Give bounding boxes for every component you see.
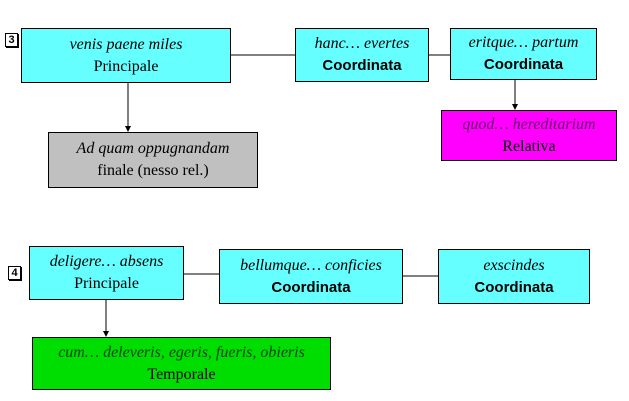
clause-text: eritque… partum bbox=[468, 34, 579, 51]
clause-text: quod… hereditarium bbox=[462, 115, 596, 133]
clause-label: Temporale bbox=[147, 365, 216, 383]
clause-text: Ad quam oppugnandam bbox=[76, 140, 230, 157]
clause-label: Coordinata bbox=[474, 278, 554, 296]
clause-label: Coordinata bbox=[322, 57, 402, 74]
clause-text: exscindes bbox=[483, 256, 545, 274]
coordinata-node-4b: exscindes Coordinata bbox=[438, 249, 590, 304]
clause-text: hanc… evertes bbox=[314, 35, 410, 52]
clause-label: Principale bbox=[93, 57, 159, 75]
clause-label: Relativa bbox=[502, 137, 556, 155]
clause-label: finale (nesso rel.) bbox=[97, 162, 209, 179]
clause-text: cum… deleveris, egeris, fueris, obieris bbox=[58, 343, 305, 361]
clause-label: Principale bbox=[74, 275, 139, 292]
finale-node-3: Ad quam oppugnandam finale (nesso rel.) bbox=[48, 132, 258, 188]
clause-text: deligere… absens bbox=[49, 253, 164, 270]
principale-node-3: venis paene miles Principale bbox=[21, 28, 231, 83]
relativa-node-3: quod… hereditarium Relativa bbox=[441, 110, 617, 161]
principale-node-4: deligere… absens Principale bbox=[29, 246, 184, 300]
coordinata-node-3b: eritque… partum Coordinata bbox=[450, 28, 597, 80]
coordinata-node-3a: hanc… evertes Coordinata bbox=[295, 28, 429, 82]
clause-label: Coordinata bbox=[271, 278, 351, 296]
sentence-number-3: 3 bbox=[5, 33, 18, 47]
clause-text: venis paene miles bbox=[69, 35, 183, 53]
temporale-node-4: cum… deleveris, egeris, fueris, obieris … bbox=[32, 337, 331, 390]
clause-text: bellumque… conficies bbox=[240, 256, 382, 274]
sentence-number-4: 4 bbox=[8, 266, 21, 280]
clause-label: Coordinata bbox=[483, 56, 564, 73]
coordinata-node-4a: bellumque… conficies Coordinata bbox=[219, 249, 403, 304]
